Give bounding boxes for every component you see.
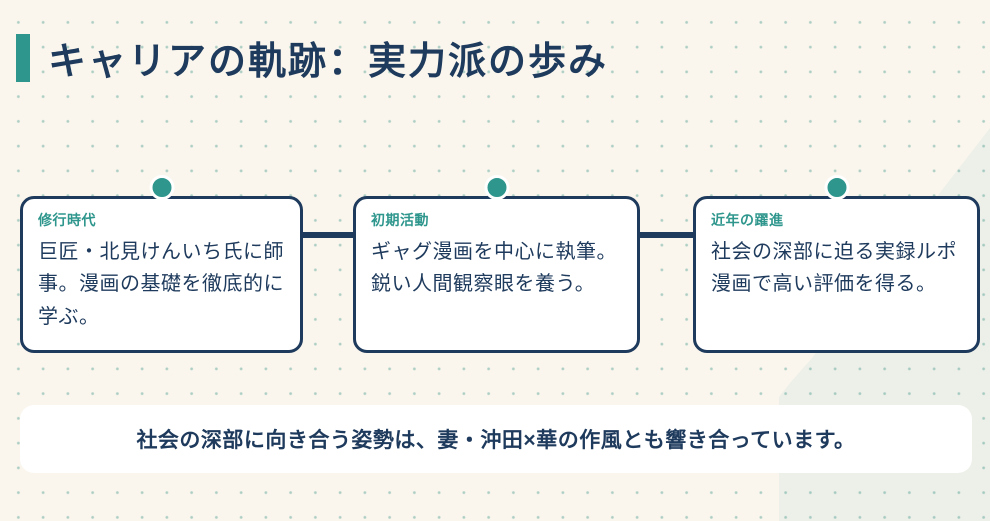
milestone-dot-icon: [149, 175, 174, 200]
page-title: キャリアの軌跡：実力派の歩み: [48, 41, 609, 83]
milestone-dot-icon: [824, 175, 849, 200]
timeline-card-early-activity: 初期活動 ギャグ漫画を中心に執筆。鋭い人間観察眼を養う。: [353, 175, 640, 353]
header: キャリアの軌跡：実力派の歩み: [16, 30, 608, 85]
card-description: 社会の深部に迫る実録ルポ漫画で高い評価を得る。: [711, 241, 957, 296]
footer-note-text: 社会の深部に向き合う姿勢は、妻・沖田×華の作風とも響き合っています。: [136, 429, 856, 452]
card-label: 修行時代: [38, 212, 96, 228]
title-accent-bar: [16, 33, 30, 82]
footer-note-banner: 社会の深部に向き合う姿勢は、妻・沖田×華の作風とも響き合っています。: [20, 405, 972, 473]
card-label: 近年の躍進: [711, 212, 784, 228]
card-description: ギャグ漫画を中心に執筆。鋭い人間観察眼を養う。: [371, 241, 617, 296]
card-description: 巨匠・北見けんいち氏に師事。漫画の基礎を徹底的に学ぶ。: [38, 241, 284, 328]
timeline-card-training: 修行時代 巨匠・北見けんいち氏に師事。漫画の基礎を徹底的に学ぶ。: [20, 175, 303, 353]
milestone-dot-icon: [484, 175, 509, 200]
card-label: 初期活動: [371, 212, 429, 228]
timeline-card-recent-leap: 近年の躍進 社会の深部に迫る実録ルポ漫画で高い評価を得る。: [693, 175, 980, 353]
